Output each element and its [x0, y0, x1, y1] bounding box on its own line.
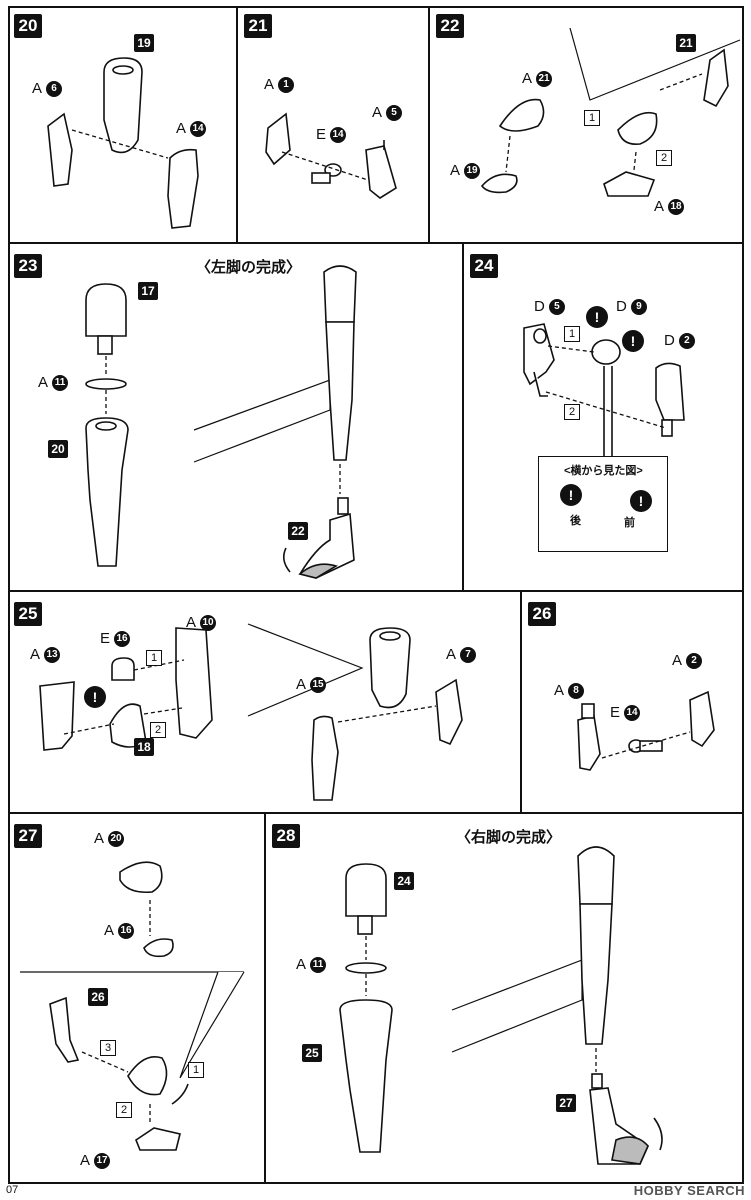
ref-19: 19 [134, 34, 154, 52]
panel-step-21 [236, 6, 430, 244]
ref-25: 25 [302, 1044, 322, 1062]
panel-step-27 [8, 812, 266, 1184]
ref-24: 24 [394, 872, 414, 890]
order-mark-1: 1 [146, 650, 162, 666]
step-number-26: 26 [528, 602, 556, 626]
ref-17: 17 [138, 282, 158, 300]
step-number-22: 22 [436, 14, 464, 38]
step-number-20: 20 [14, 14, 42, 38]
order-mark-1: 1 [564, 326, 580, 342]
page-number: 07 [6, 1184, 19, 1196]
rear-label: 後 [570, 515, 581, 527]
watermark-logo: HOBBY SEARCH [633, 1183, 745, 1198]
ref-26: 26 [88, 988, 108, 1006]
warning-icon: ! [560, 484, 582, 506]
step-number-25: 25 [14, 602, 42, 626]
ref-20: 20 [48, 440, 68, 458]
step-number-21: 21 [244, 14, 272, 38]
left-leg-heading: 〈左脚の完成〉 [196, 259, 302, 276]
side-view-title: <横から見た図> [564, 465, 643, 477]
panel-step-28 [264, 812, 744, 1184]
ref-27: 27 [556, 1094, 576, 1112]
warning-icon: ! [84, 686, 106, 708]
warning-icon: ! [622, 330, 644, 352]
order-mark-2: 2 [564, 404, 580, 420]
order-mark-2: 2 [656, 150, 672, 166]
order-mark-3: 3 [100, 1040, 116, 1056]
order-mark-1: 1 [188, 1062, 204, 1078]
order-mark-1: 1 [584, 110, 600, 126]
warning-icon: ! [630, 490, 652, 512]
step-number-24: 24 [470, 254, 498, 278]
warning-icon: ! [586, 306, 608, 328]
step-number-23: 23 [14, 254, 42, 278]
ref-21: 21 [676, 34, 696, 52]
ref-18: 18 [134, 738, 154, 756]
step-number-28: 28 [272, 824, 300, 848]
order-mark-2: 2 [150, 722, 166, 738]
right-leg-heading: 〈右脚の完成〉 [456, 829, 562, 846]
front-label: 前 [624, 517, 635, 529]
order-mark-2: 2 [116, 1102, 132, 1118]
panel-step-23 [8, 242, 464, 592]
step-number-27: 27 [14, 824, 42, 848]
ref-22: 22 [288, 522, 308, 540]
